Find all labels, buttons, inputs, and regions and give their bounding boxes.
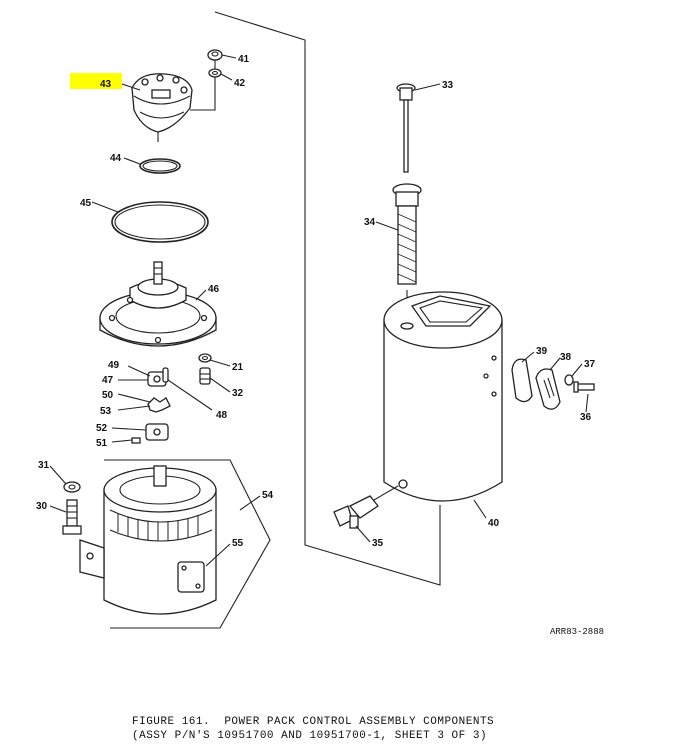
- callout-53: 53: [100, 406, 112, 417]
- callout-40: 40: [488, 518, 500, 529]
- callout-37: 37: [584, 359, 596, 370]
- callout-54: 54: [262, 490, 274, 501]
- part-39-gasket: [511, 358, 533, 403]
- part-38-cover-plate: [535, 368, 561, 410]
- callout-51: 51: [96, 438, 108, 449]
- part-54-frame-outline: [104, 459, 271, 629]
- callout-52: 52: [96, 423, 108, 434]
- part-47-coupling: [147, 371, 167, 387]
- callout-38: 38: [560, 352, 572, 363]
- part-51-setscrew: [131, 437, 141, 444]
- part-50-spider: [147, 397, 171, 413]
- part-55-motor: [79, 465, 217, 615]
- part-35-drain-valve: [333, 485, 399, 529]
- part-42-washer: [208, 68, 222, 78]
- callout-31: 31: [38, 460, 50, 471]
- figure-caption-line-1: FIGURE 161. POWER PACK CONTROL ASSEMBLY …: [132, 716, 495, 728]
- callout-labels: 43 41 42 44 45 46 49 47 48 50 53 52 51 2…: [36, 54, 604, 637]
- leader-lines: [49, 54, 589, 567]
- part-46-flange: [99, 261, 217, 347]
- part-21-washer: [198, 353, 212, 363]
- part-30-bolt: [62, 499, 82, 535]
- callout-49: 49: [108, 360, 120, 371]
- assembly-centerline: [214, 11, 441, 586]
- part-36-screw: [573, 381, 595, 393]
- callout-43: 43: [100, 79, 112, 90]
- callout-47: 47: [102, 375, 114, 386]
- figure-caption-line-2: (ASSY P/N'S 10951700 AND 10951700-1, SHE…: [132, 730, 488, 742]
- part-45-gasket: [111, 201, 209, 243]
- callout-36: 36: [580, 412, 592, 423]
- part-48-pin: [162, 367, 169, 383]
- callout-34: 34: [364, 217, 376, 228]
- part-32-screw: [199, 367, 211, 385]
- part-31-washer: [63, 481, 81, 493]
- callout-44: 44: [110, 153, 122, 164]
- callout-50: 50: [102, 390, 114, 401]
- part-40-reservoir-tank: [383, 291, 503, 502]
- callout-45: 45: [80, 198, 92, 209]
- callout-30: 30: [36, 501, 48, 512]
- part-34-filler-neck: [392, 183, 422, 318]
- callout-48: 48: [216, 410, 228, 421]
- drawing-reference: ARR83-2888: [550, 627, 604, 637]
- callout-42: 42: [234, 78, 246, 89]
- part-33-dipstick: [396, 83, 416, 173]
- callout-43-highlight: [70, 73, 122, 89]
- callout-55: 55: [232, 538, 244, 549]
- callout-21: 21: [232, 362, 244, 373]
- part-37-washer: [564, 374, 574, 386]
- callout-32: 32: [232, 388, 244, 399]
- callout-33: 33: [442, 80, 454, 91]
- callout-39: 39: [536, 346, 548, 357]
- part-41-nut: [207, 49, 223, 61]
- part-52-coupling-half: [145, 423, 169, 441]
- callout-41: 41: [238, 54, 250, 65]
- callout-46: 46: [208, 284, 220, 295]
- part-44-o-ring: [139, 158, 181, 174]
- part-43-control-head: [131, 55, 216, 142]
- callout-35: 35: [372, 538, 384, 549]
